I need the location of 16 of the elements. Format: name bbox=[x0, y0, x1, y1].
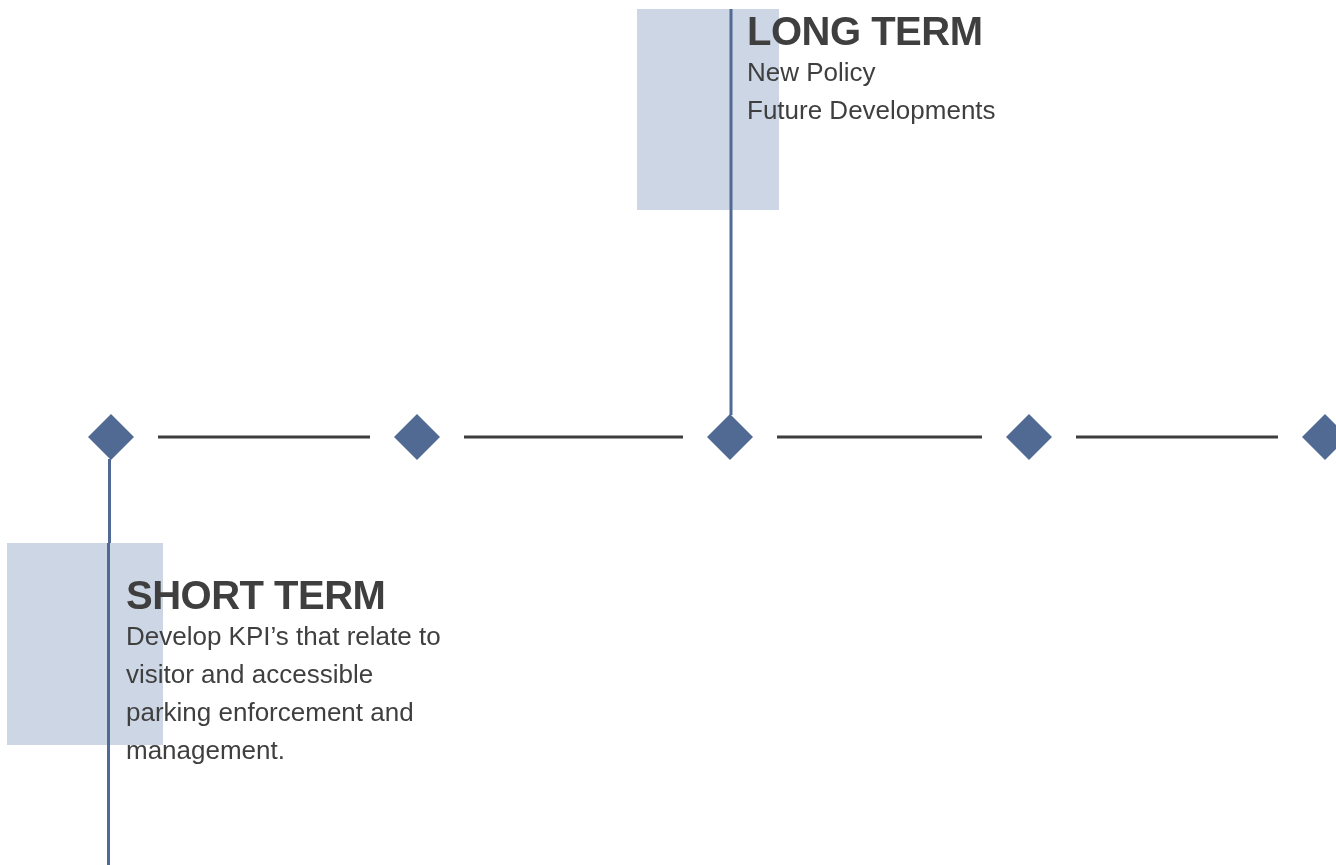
diamond-marker bbox=[1302, 414, 1336, 460]
diamond-marker bbox=[707, 414, 753, 460]
timeline-segment bbox=[464, 435, 683, 439]
heading: SHORT TERM bbox=[126, 573, 387, 617]
heading: LONG TERM bbox=[747, 9, 984, 53]
body-text: New Policy bbox=[747, 56, 876, 89]
timeline-segment bbox=[1076, 435, 1278, 439]
diamond-marker bbox=[1006, 414, 1052, 460]
diamond-marker bbox=[394, 414, 440, 460]
timeline-segment bbox=[158, 435, 370, 439]
timeline-segment bbox=[777, 435, 982, 439]
diamond-marker bbox=[88, 414, 134, 460]
body-text: Develop KPI’s that relate to visitor and accessible parking enforcement and management. bbox=[126, 620, 442, 767]
body-text: Future Developments bbox=[747, 94, 996, 127]
connector-line bbox=[108, 459, 111, 543]
connector-line bbox=[729, 9, 733, 415]
